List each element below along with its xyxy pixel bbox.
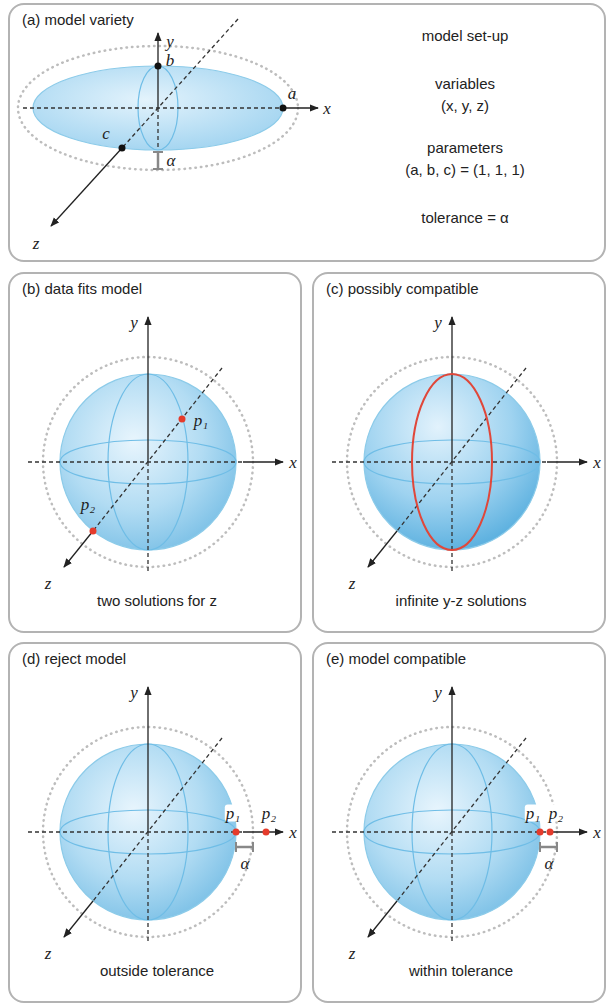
axis-label: y (434, 314, 442, 331)
panel-heading: (d) reject model (22, 650, 126, 668)
axis-label: p₂ (548, 805, 564, 822)
axis-label: y (434, 684, 442, 701)
sphere-figure (332, 687, 587, 942)
axis-label: α (167, 152, 176, 169)
axis-label: x (593, 824, 601, 841)
axis-label: x (593, 454, 601, 471)
panel-caption: two solutions for z (97, 592, 217, 610)
ellipsoid-figure (18, 19, 318, 226)
panel-caption: outside tolerance (100, 962, 214, 980)
panel-box: (c) possibly compatible infinite y-z solu… (312, 272, 606, 633)
panel-caption: infinite y-z solutions (396, 592, 527, 610)
axis-label: z (45, 945, 52, 962)
setup-text: model set-up (422, 27, 509, 45)
panel-box: (b) data fits model two solutions for z (8, 272, 302, 633)
axis-label: y (166, 33, 174, 50)
panel-caption: within tolerance (409, 962, 513, 980)
axis-label: x (289, 824, 297, 841)
setup-text: tolerance = α (421, 209, 508, 227)
axis-label: p₂ (261, 805, 277, 822)
axis-label: x (289, 454, 297, 471)
panel-heading: (a) model variety (22, 11, 134, 29)
axis-label: p₁ (194, 412, 208, 429)
axis-label: p₁ (225, 805, 241, 822)
axis-label: y (130, 314, 138, 331)
sphere-figure (28, 687, 283, 942)
panel-box: (a) model variety model set-up variables (x… (8, 3, 606, 262)
axis-label: x (323, 100, 331, 117)
panel-box: (d) reject model outside tolerance (8, 642, 302, 1003)
setup-text: parameters (427, 139, 503, 157)
setup-text: (x, y, z) (441, 97, 489, 115)
setup-text: variables (435, 75, 495, 93)
sphere-figure (332, 317, 587, 572)
axis-label: z (349, 945, 356, 962)
axis-label: p₁ (525, 805, 541, 822)
axis-label: z (45, 575, 52, 592)
axis-label: α (241, 855, 250, 872)
panel-heading: (e) model compatible (326, 650, 466, 668)
setup-text: (a, b, c) = (1, 1, 1) (405, 161, 525, 179)
axis-label: a (288, 85, 297, 102)
axis-label: c (102, 125, 110, 142)
sphere-figure (28, 317, 283, 572)
axis-label: z (33, 235, 40, 252)
panel-box: (e) model compatible within tolerance (312, 642, 606, 1003)
axis-label: y (130, 684, 138, 701)
axis-label: b (166, 52, 175, 69)
panel-heading: (b) data fits model (22, 280, 142, 298)
panel-heading: (c) possibly compatible (326, 280, 479, 298)
axis-label: p₂ (81, 496, 95, 513)
axis-label: α (545, 855, 554, 872)
axis-label: z (349, 575, 356, 592)
